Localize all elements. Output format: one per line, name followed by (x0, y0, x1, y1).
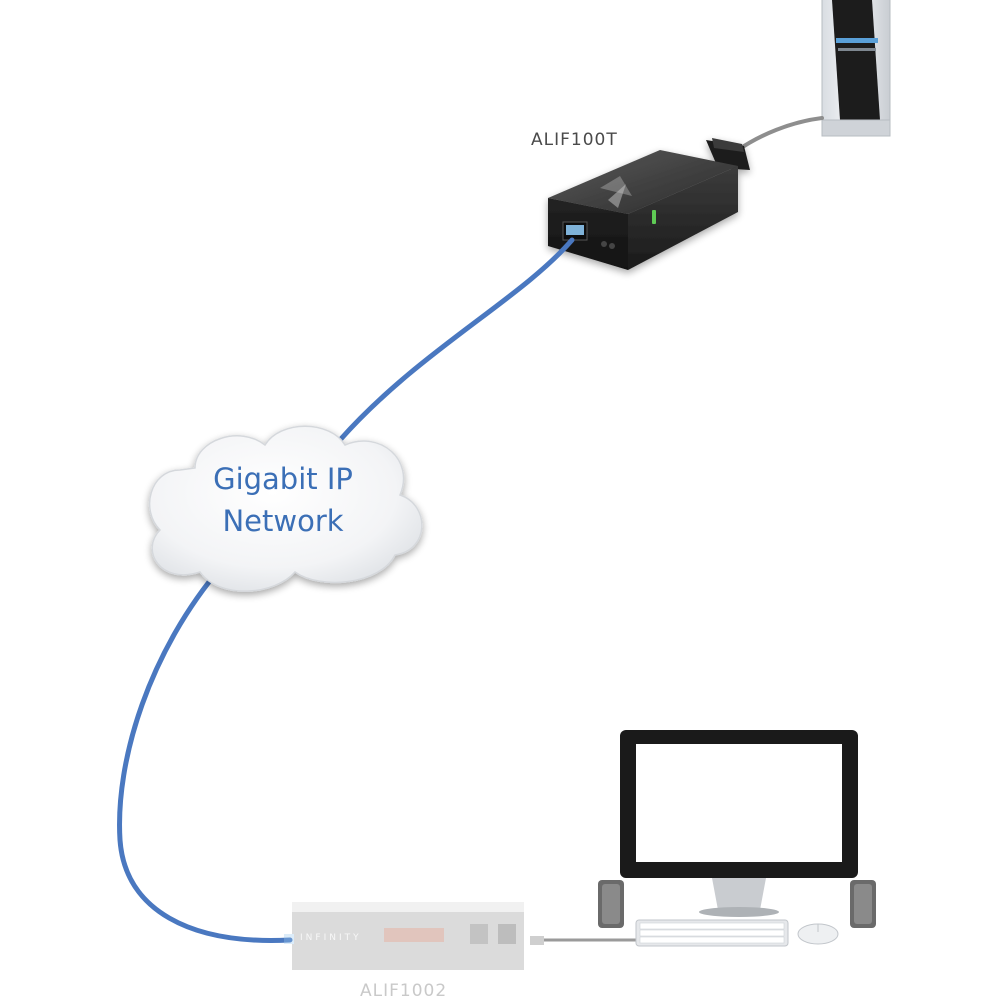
network-cloud (149, 425, 423, 592)
receiver-brand: INFINITY (300, 933, 362, 943)
network-label-line2: Network (222, 504, 344, 538)
keyboard (635, 919, 789, 947)
tower-to-transmitter-cable (736, 116, 824, 152)
transmitter-label: ALIF100T (531, 130, 618, 150)
speaker-right (850, 880, 876, 928)
receiver-device (284, 902, 524, 970)
network-cloud-label: Gigabit IP Network (168, 458, 398, 542)
pc-tower (821, 0, 891, 137)
speaker-left (598, 880, 624, 928)
mouse (797, 923, 839, 945)
monitor (620, 730, 858, 917)
network-label-line1: Gigabit IP (213, 462, 353, 496)
receiver-label: ALIF1002 (360, 981, 448, 1001)
cloud-to-receiver-cable (117, 563, 293, 943)
transmitter-to-cloud-cable (337, 237, 575, 443)
transmitter-device (548, 138, 750, 270)
